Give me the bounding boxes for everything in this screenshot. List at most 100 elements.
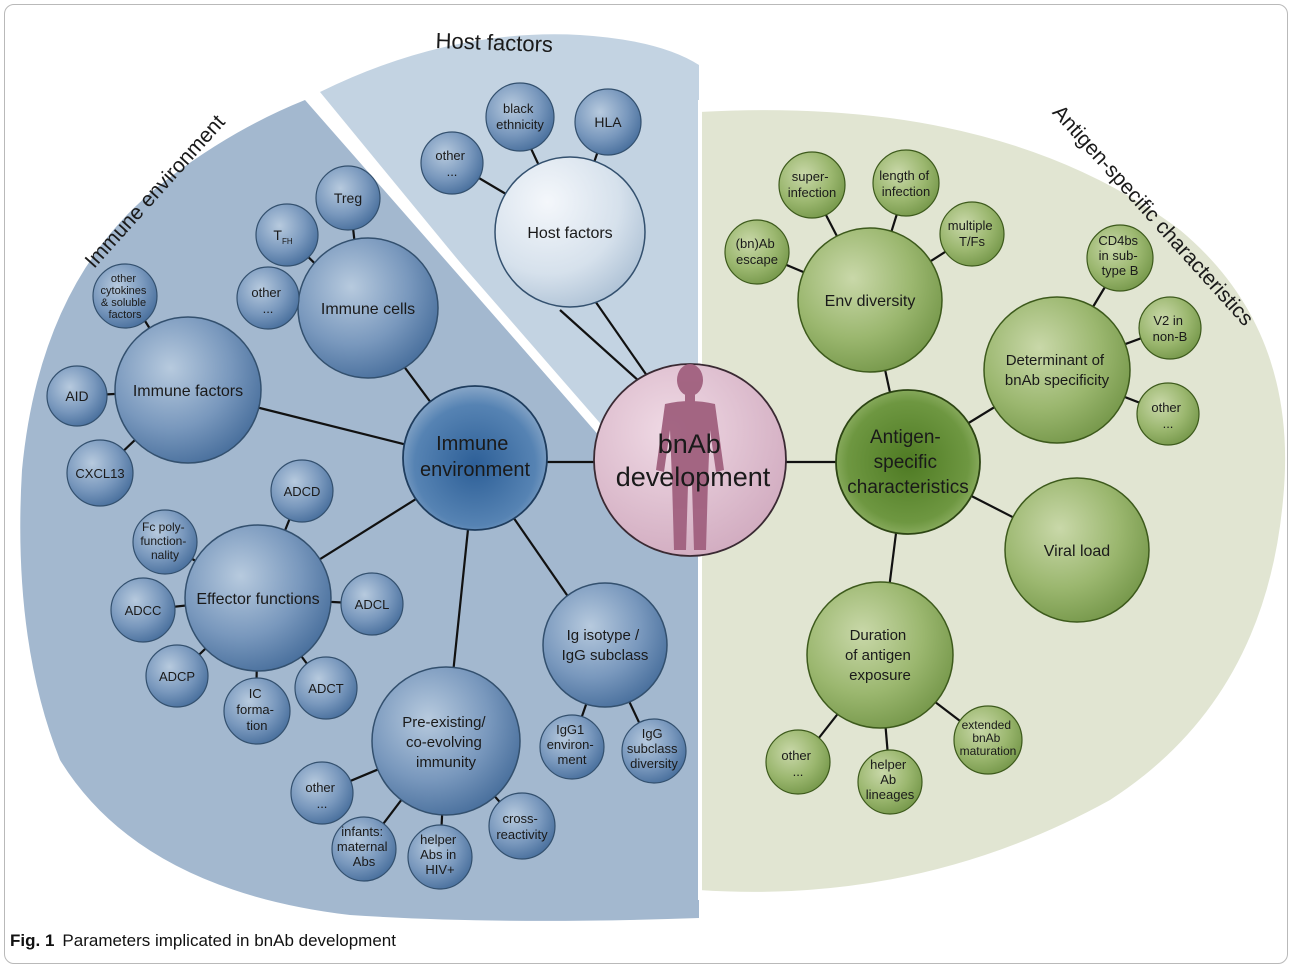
center-group: bnAb development xyxy=(593,363,787,557)
sector-divider xyxy=(306,94,604,433)
figure-caption: Fig. 1 Parameters implicated in bnAb deve… xyxy=(10,931,396,951)
superinfection-bubble xyxy=(778,151,846,219)
v2-nonb-bubble xyxy=(1138,296,1202,360)
adcd-label: ADCD xyxy=(284,484,321,499)
effector-functions-label: Effector functions xyxy=(196,591,319,608)
immune-cells-label: Immune cells xyxy=(321,301,415,318)
antigen-specific-bubble xyxy=(835,389,981,535)
tfh-label: TFH xyxy=(273,227,292,246)
cd4bs-label: CD4bs in sub- type B xyxy=(1098,233,1141,278)
treg-label: Treg xyxy=(334,190,362,206)
viral-load-bubble xyxy=(1004,477,1150,623)
det-other-label: other ... xyxy=(1151,400,1184,431)
v2-nonb-label: V2 in non-B xyxy=(1153,313,1188,344)
caption-label: Fig. 1 xyxy=(10,931,55,950)
hla-bubble xyxy=(574,88,642,156)
dur-other-bubble xyxy=(765,729,831,795)
adct-label: ADCT xyxy=(308,681,343,696)
helper-abs-hiv-label: helper Abs in HIV+ xyxy=(420,832,460,877)
adcp-bubble xyxy=(145,644,209,708)
extended-maturation-label: extended bnAb maturation xyxy=(960,718,1017,758)
igg1-label: IgG1 environ- ment xyxy=(547,722,598,767)
immune-environment-group: Immune cells Treg TFH other ... Immune f… xyxy=(46,165,687,890)
ic-formation-label: IC forma- tion xyxy=(236,686,277,733)
immune-cells-bubble xyxy=(297,237,439,379)
effector-functions-bubble xyxy=(184,524,332,672)
adcc-bubble xyxy=(110,577,176,643)
determinant-label: Determinant of bnAb specificity xyxy=(1005,352,1110,389)
extended-maturation-bubble xyxy=(953,705,1023,775)
preexisting-label: Pre-existing/ co-evolving immunity xyxy=(402,714,490,771)
determinant-bubble xyxy=(983,296,1131,444)
section-title-host: Host factors xyxy=(435,28,553,57)
igg-diversity-bubble xyxy=(621,718,687,784)
multiple-tfs-bubble xyxy=(939,201,1005,267)
ig-isotype-bubble xyxy=(542,582,668,708)
adcc-label: ADCC xyxy=(125,603,162,618)
black-ethnicity-bubble xyxy=(485,82,555,152)
cxcl13-bubble xyxy=(66,439,134,507)
other-cytokines-bubble xyxy=(92,263,158,329)
aid-bubble xyxy=(46,365,108,427)
fc-poly-label: Fc poly- function- nality xyxy=(140,520,189,562)
aid-label: AID xyxy=(65,388,88,404)
cd4bs-bubble xyxy=(1086,224,1154,292)
cross-reactivity-label: cross- reactivity xyxy=(496,811,548,842)
immune-factors-label: Immune factors xyxy=(133,383,243,400)
igg1-bubble xyxy=(539,714,605,780)
cxcl13-label: CXCL13 xyxy=(75,466,124,481)
other-cytokines-label: other cytokines & soluble factors xyxy=(101,273,150,321)
caption-text: Parameters implicated in bnAb developmen… xyxy=(62,931,396,950)
immune-factors-bubble xyxy=(114,316,262,464)
length-infection-bubble xyxy=(872,149,940,217)
adct-bubble xyxy=(294,656,358,720)
adcp-label: ADCP xyxy=(159,669,195,684)
host-factors-group: Host factors black ethnicity HLA other .… xyxy=(420,82,646,308)
tfh-bubble xyxy=(255,203,319,267)
center-label: bnAb development xyxy=(616,429,771,492)
bnab-escape-bubble xyxy=(724,219,790,285)
viral-load-label: Viral load xyxy=(1044,543,1110,560)
helper-lineages-bubble xyxy=(857,749,923,815)
det-other-bubble xyxy=(1136,382,1200,446)
cells-other-bubble xyxy=(236,266,300,330)
infants-bubble xyxy=(331,816,397,882)
adcd-bubble xyxy=(270,459,334,523)
fc-poly-bubble xyxy=(132,509,198,575)
adcl-label: ADCL xyxy=(355,597,390,612)
bnab-escape-label: (bn)Ab escape xyxy=(736,236,779,267)
treg-bubble xyxy=(315,165,381,231)
cross-reactivity-bubble xyxy=(488,792,556,860)
host-factors-label: Host factors xyxy=(527,225,612,242)
adcl-bubble xyxy=(340,572,404,636)
black-ethnicity-label: black ethnicity xyxy=(496,101,544,132)
hla-label: HLA xyxy=(594,114,622,130)
ig-isotype-label: Ig isotype / IgG subclass xyxy=(562,627,649,664)
helper-lineages-label: helper Ab lineages xyxy=(866,757,915,802)
immune-environment-label: Immune environment xyxy=(420,433,531,481)
human-figure-icon xyxy=(656,364,724,550)
host-factors-bubble xyxy=(494,156,646,308)
env-diversity-label: Env diversity xyxy=(825,293,916,310)
igg-diversity-label: IgG subclass diversity xyxy=(627,726,681,771)
multiple-tfs-label: multiple T/Fs xyxy=(948,218,996,249)
infants-label: infants: maternal Abs xyxy=(337,824,391,869)
dur-other-label: other ... xyxy=(781,748,814,779)
host-other-bubble xyxy=(420,131,484,195)
pre-other-label: other ... xyxy=(305,780,338,811)
immune-environment-bubble xyxy=(402,385,548,531)
duration-bubble xyxy=(806,581,954,729)
length-infection-label: length of infection xyxy=(879,168,933,199)
immune-sector xyxy=(20,100,699,921)
env-diversity-bubble xyxy=(797,227,943,373)
superinfection-label: super- infection xyxy=(788,169,836,200)
pre-other-bubble xyxy=(290,761,354,825)
ic-formation-bubble xyxy=(223,677,291,745)
preexisting-bubble xyxy=(371,666,521,816)
helper-abs-hiv-bubble xyxy=(407,824,473,890)
duration-label: Duration of antigen exposure xyxy=(845,627,915,684)
antigen-specific-label: Antigen- specific characteristics xyxy=(847,427,968,498)
antigen-specific-group: Env diversity super- infection length of… xyxy=(724,149,1202,815)
host-other-label: other ... xyxy=(435,148,468,179)
